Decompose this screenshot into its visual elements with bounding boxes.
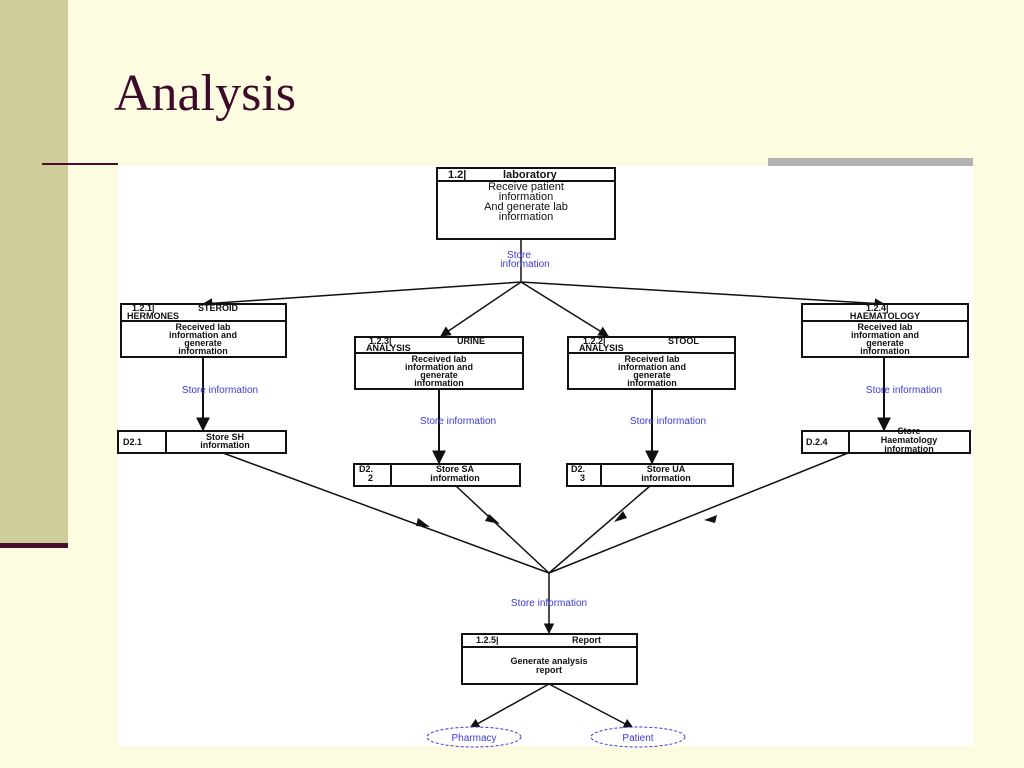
store-label-line: Store SH: [206, 432, 244, 442]
process-desc-line: generate: [420, 370, 458, 380]
process-desc-line: Receive patient: [488, 181, 564, 193]
flow-label-ua: Store information: [630, 416, 706, 427]
process-name: STEROID: [198, 303, 239, 313]
store-label-line: information: [641, 473, 691, 483]
merge-line-sa: [455, 485, 550, 574]
flow-line-report-pharmacy: [469, 683, 550, 729]
store-id: D2.: [359, 464, 373, 474]
process-desc-line: Received lab: [411, 354, 467, 364]
process-desc-line: Received lab: [857, 322, 913, 332]
store-label-line: information: [884, 444, 934, 454]
data-store-d2-3: D2. 3 Store UA information: [566, 463, 734, 487]
process-name: Report: [572, 635, 601, 645]
merge-line-sh: [222, 452, 550, 574]
process-desc-line: information: [414, 378, 464, 388]
store-label-line: information: [200, 440, 250, 450]
process-desc-line: generate: [866, 338, 904, 348]
entity-patient: Patient: [590, 726, 686, 748]
flow-line-to-122: [520, 281, 609, 337]
store-label-line: Haematology: [881, 435, 938, 445]
process-desc-line: Received lab: [175, 322, 231, 332]
merge-line-haem: [548, 452, 849, 574]
merge-arrowhead-haem: [704, 515, 717, 523]
process-id: 1.2.5|: [476, 635, 499, 645]
merge-line-ua: [548, 485, 651, 574]
store-id: D2.: [571, 464, 585, 474]
process-desc-line: information: [178, 346, 228, 356]
entity-label: Patient: [622, 733, 653, 744]
merge-arrowhead-sh: [416, 518, 430, 527]
process-desc-line: information and: [851, 330, 919, 340]
process-1-2-1-steroid-hermones: 1.2.1| STEROID HERMONES Received lab inf…: [120, 303, 287, 358]
merge-arrowhead-sa: [485, 514, 500, 524]
process-1-2-3-urine-analysis: 1.2.3| URINE ANALYSIS Received lab infor…: [354, 336, 524, 390]
process-desc-line: information and: [618, 362, 686, 372]
process-id: 1.2.2|: [583, 336, 606, 346]
process-desc-line: information and: [405, 362, 473, 372]
flow-label-top: Store: [507, 250, 531, 261]
process-desc-line: information: [627, 378, 677, 388]
process-desc-line: generate: [184, 338, 222, 348]
process-desc-line: information and: [169, 330, 237, 340]
slide-title: Analysis: [114, 65, 296, 122]
process-name: HERMONES: [127, 311, 179, 321]
gray-accent-rule: [768, 158, 973, 166]
flow-label-merge: Store information: [511, 598, 587, 609]
title-rule: [42, 163, 118, 165]
merge-arrowhead-ua: [614, 511, 627, 522]
process-desc-line: generate: [633, 370, 671, 380]
flow-line-to-121: [201, 281, 522, 309]
side-decor-line: [0, 543, 68, 548]
process-desc-line: information: [499, 191, 553, 203]
data-store-d2-1: D2.1 Store SH information: [117, 430, 287, 454]
process-id: 1.2|: [448, 169, 466, 181]
process-1-2-2-stool-analysis: 1.2.2| STOOL ANALYSIS Received lab infor…: [567, 336, 736, 390]
store-label-line: Store UA: [647, 464, 686, 474]
process-id: 1.2.4|: [866, 303, 889, 313]
flow-label-haem: Store information: [866, 385, 942, 396]
flow-line-to-123: [440, 281, 522, 337]
process-desc-line: And generate lab: [484, 201, 568, 213]
store-label-line: information: [430, 473, 480, 483]
flow-label-sa: Store information: [420, 416, 496, 427]
flow-label-top: information: [500, 259, 549, 270]
flow-line-to-124: [520, 281, 886, 309]
flow-line-report-patient: [548, 683, 634, 729]
process-name: HAEMATOLOGY: [850, 311, 920, 321]
process-id: 1.2.3|: [369, 336, 392, 346]
process-name: ANALYSIS: [579, 343, 624, 353]
process-desc-line: Received lab: [624, 354, 680, 364]
process-desc-line: information: [499, 211, 553, 223]
process-name: URINE: [457, 336, 485, 346]
store-id: D.2.4: [806, 437, 828, 447]
entity-label: Pharmacy: [451, 733, 496, 744]
process-name: laboratory: [503, 169, 558, 181]
store-id: 3: [580, 473, 585, 483]
side-decor-bar: [0, 0, 68, 545]
process-desc-line: information: [860, 346, 910, 356]
process-1-2-5-report: 1.2.5| Report Generate analysis report: [461, 633, 638, 685]
store-id: D2.1: [123, 437, 142, 447]
flow-label-sh: Store information: [182, 385, 258, 396]
entity-pharmacy: Pharmacy: [426, 726, 522, 748]
process-name: ANALYSIS: [366, 343, 411, 353]
store-label-line: Store SA: [436, 464, 475, 474]
process-1-2-laboratory: 1.2| laboratory Receive patient informat…: [436, 167, 616, 240]
process-desc-line: report: [536, 665, 562, 675]
process-id: 1.2.1|: [132, 303, 155, 313]
process-1-2-4-haematology: 1.2.4| HAEMATOLOGY Received lab informat…: [801, 303, 969, 358]
store-id: 2: [368, 473, 373, 483]
data-store-d2-4: D.2.4 Store Haematology information: [801, 426, 971, 454]
process-desc-line: Generate analysis: [510, 656, 587, 666]
store-label-line: Store: [897, 426, 920, 436]
process-name: STOOL: [668, 336, 699, 346]
data-store-d2-2: D2. 2 Store SA information: [353, 463, 521, 487]
